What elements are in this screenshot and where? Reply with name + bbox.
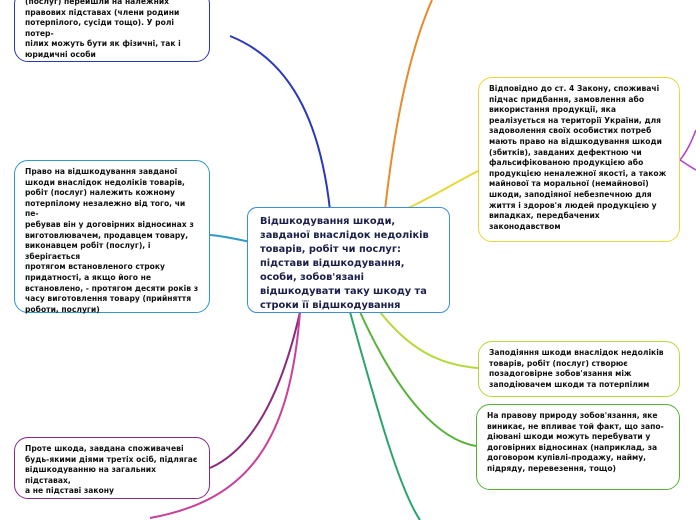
- node-right-green[interactable]: На правову природу зобов'язання, яке вин…: [476, 404, 680, 490]
- link-bottom-left: [209, 311, 301, 469]
- node-text: Заподіяння шкоди внаслідок недоліків тов…: [489, 348, 664, 389]
- node-text: Право на відшкодування завданої шкоди вн…: [25, 167, 199, 314]
- node-text: На правову природу зобов'язання, яке вин…: [487, 411, 664, 473]
- link-right-edge-1: [679, 129, 696, 161]
- central-node[interactable]: Відшкодування шкоди, завданої внаслідок …: [247, 207, 450, 313]
- central-node-text: Відшкодування шкоди, завданої внаслідок …: [260, 216, 429, 311]
- node-right-yellow[interactable]: Відповідно до ст. 4 Закону, споживачі пі…: [478, 77, 680, 242]
- link-offscreen-top: [384, 0, 433, 211]
- link-right-edge-2: [679, 159, 696, 171]
- node-right-lime[interactable]: Заподіяння шкоди внаслідок недоліків тов…: [478, 341, 680, 397]
- node-bottom-left[interactable]: Проте шкода, завдана споживачеві будь-як…: [14, 437, 210, 499]
- node-text: Відповідно до ст. 4 Закону, споживачі пі…: [489, 84, 667, 231]
- link-right-lime: [379, 311, 479, 369]
- node-mid-left[interactable]: Право на відшкодування завданої шкоди вн…: [14, 160, 210, 314]
- node-top-left[interactable]: (послуг) перейшли на належних правових п…: [14, 0, 210, 62]
- link-right-green: [359, 311, 477, 447]
- link-offscreen-bottom-right: [349, 311, 421, 520]
- node-text: (послуг) перейшли на належних правових п…: [25, 0, 181, 59]
- link-offscreen-bottom-left: [149, 311, 301, 519]
- node-text: Проте шкода, завдана споживачеві будь-як…: [25, 444, 198, 496]
- link-top-left: [229, 35, 331, 211]
